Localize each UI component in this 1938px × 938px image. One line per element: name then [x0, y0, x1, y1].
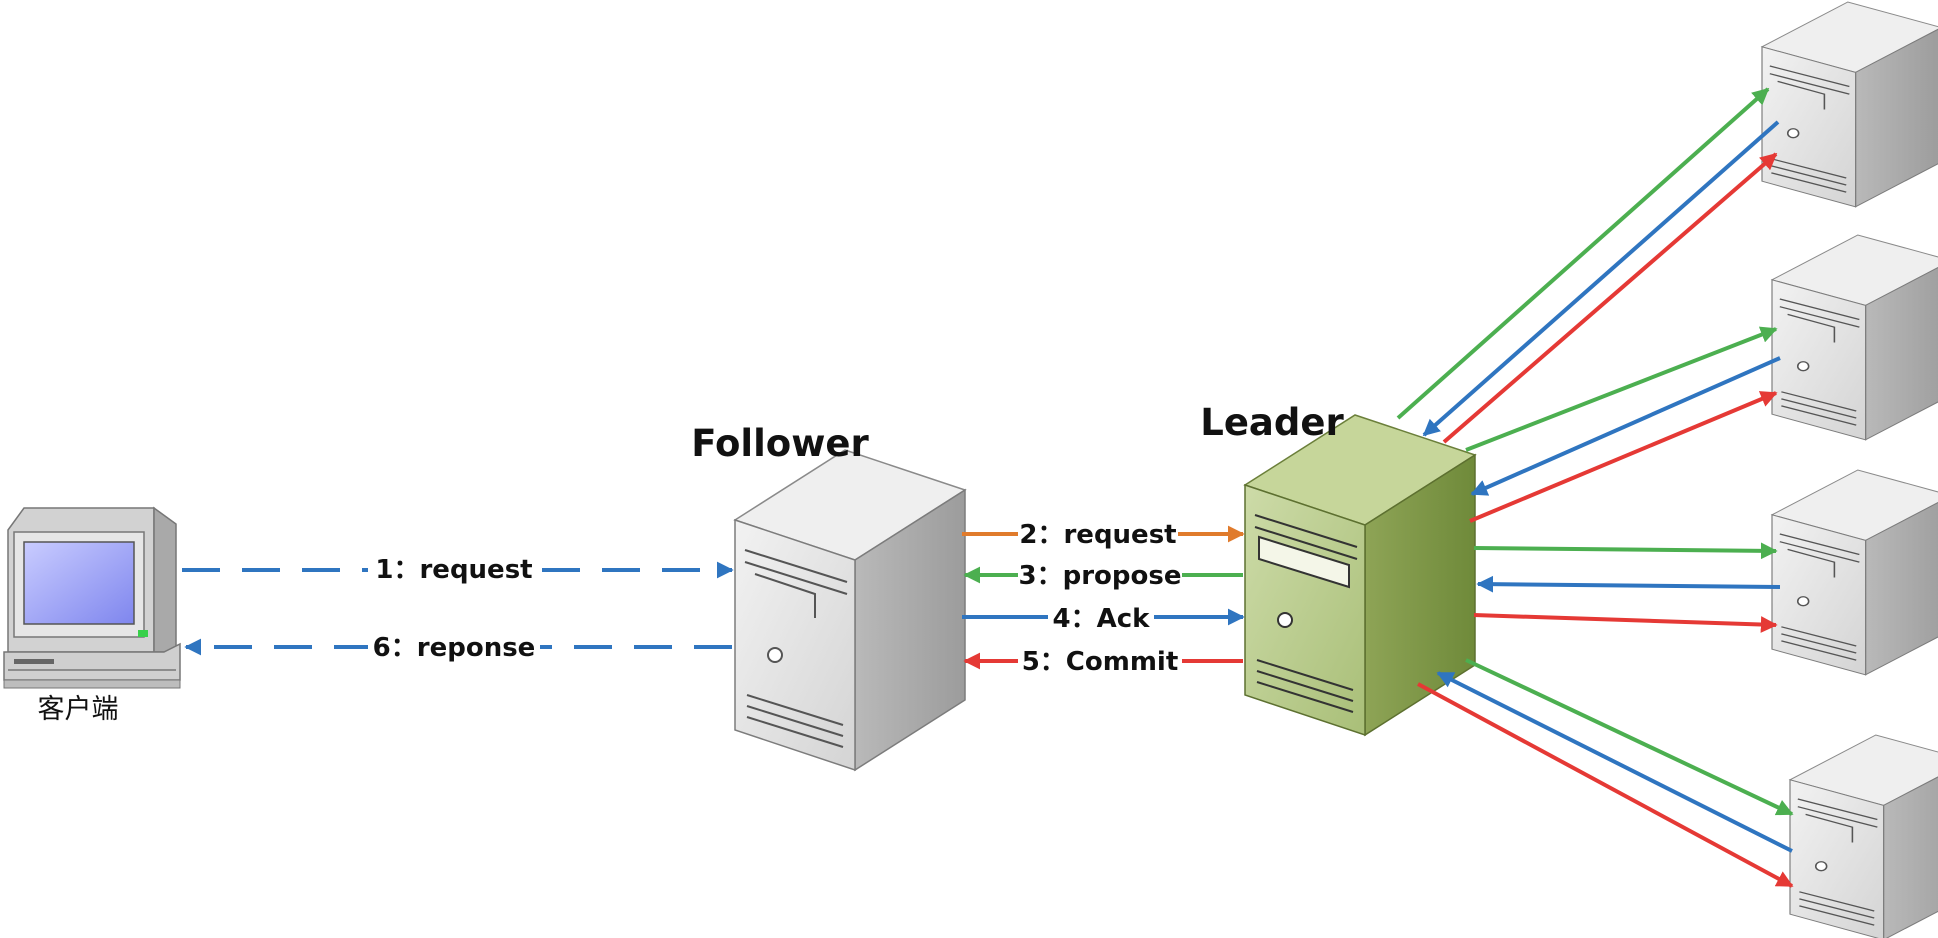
arrow-ack-server-3 — [1476, 575, 1781, 593]
message-3-label: 3：propose — [1019, 561, 1182, 591]
follower-server-icon-3 — [1771, 469, 1938, 676]
message-2-label: 2：request — [1019, 520, 1176, 550]
message-6-label: 6：reponse — [373, 633, 536, 663]
arrow-propose-server-1 — [1396, 87, 1770, 420]
arrow-commit-server-1 — [1442, 152, 1778, 444]
arrow-ack-server-4 — [1436, 671, 1793, 853]
client-label: 客户端 — [38, 694, 119, 725]
message-4-label: 4：Ack — [1053, 604, 1151, 634]
arrow-propose-server-4 — [1465, 658, 1794, 816]
message-5-label: 5：Commit — [1022, 647, 1179, 677]
arrow-commit-server-3 — [1473, 613, 1778, 633]
follower-label: Follower — [691, 422, 869, 465]
leader-server-icon — [1244, 414, 1476, 736]
arrow-ack-server-2 — [1470, 356, 1781, 496]
arrow-propose-server-2 — [1465, 326, 1778, 452]
message-1-label: 1：request — [375, 555, 532, 585]
arrow-propose-server-3 — [1473, 542, 1778, 560]
leader-label: Leader — [1200, 401, 1344, 444]
follower-server-icon-2 — [1771, 234, 1938, 441]
client-computer-icon — [3, 506, 181, 689]
arrow-ack-server-1 — [1422, 120, 1780, 437]
arrow-commit-server-2 — [1469, 391, 1778, 523]
follower-server-icon-4 — [1789, 734, 1938, 938]
follower-server-icon — [734, 449, 966, 771]
arrow-commit-server-4 — [1417, 682, 1794, 888]
follower-server-icon-1 — [1761, 1, 1938, 208]
